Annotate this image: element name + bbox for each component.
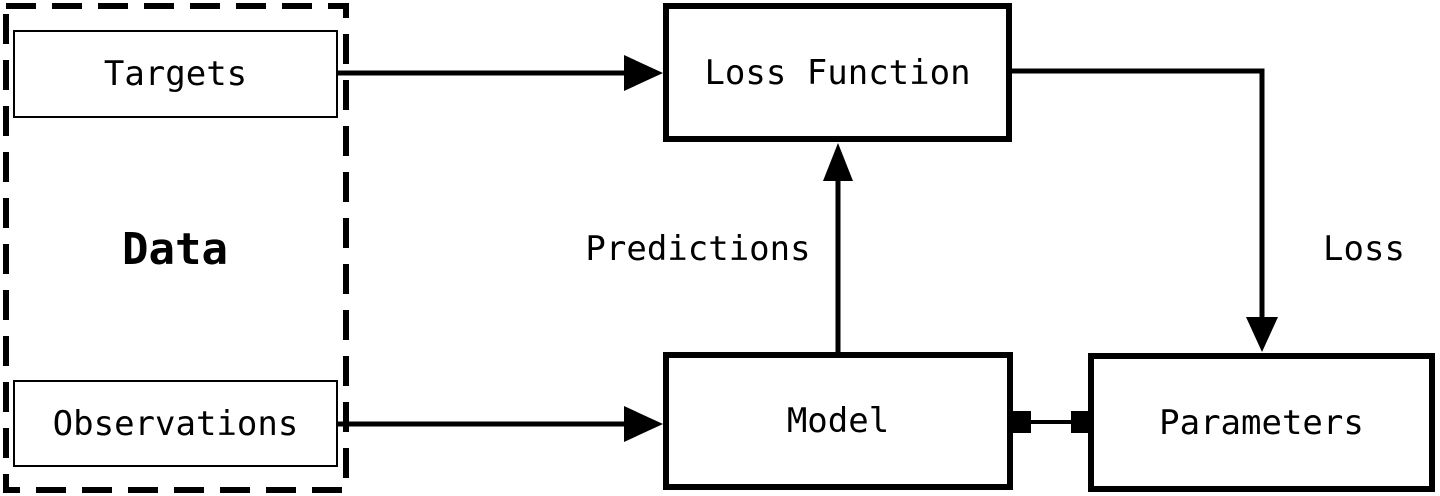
arrowhead-down-icon — [1246, 317, 1278, 352]
edge-observations-to-model — [337, 406, 663, 442]
node-parameters: Parameters — [1088, 353, 1435, 492]
edge-model-parameters — [1013, 411, 1089, 433]
edge-label-predictions: Predictions — [585, 229, 811, 269]
arrowhead-right-icon — [624, 55, 663, 91]
node-loss-function: Loss Function — [663, 3, 1012, 142]
block-end-left-icon — [1013, 411, 1031, 433]
data-group-label: Data — [122, 224, 228, 275]
arrowhead-right-icon — [624, 406, 663, 442]
node-model: Model — [663, 352, 1013, 490]
edge-label-loss: Loss — [1323, 229, 1405, 269]
node-model-label: Model — [786, 401, 890, 441]
node-targets: Targets — [13, 30, 338, 118]
node-observations-label: Observations — [52, 403, 299, 444]
edge-loss-function-to-parameters — [1012, 68, 1278, 352]
edge-targets-to-loss-function — [338, 55, 663, 91]
arrowhead-up-icon — [823, 143, 853, 181]
node-observations: Observations — [13, 380, 338, 467]
block-end-right-icon — [1071, 411, 1089, 433]
edge-elbow-line — [1012, 68, 1265, 320]
node-loss-function-label: Loss Function — [704, 52, 971, 93]
node-parameters-label: Parameters — [1159, 402, 1364, 443]
node-targets-label: Targets — [103, 54, 248, 94]
